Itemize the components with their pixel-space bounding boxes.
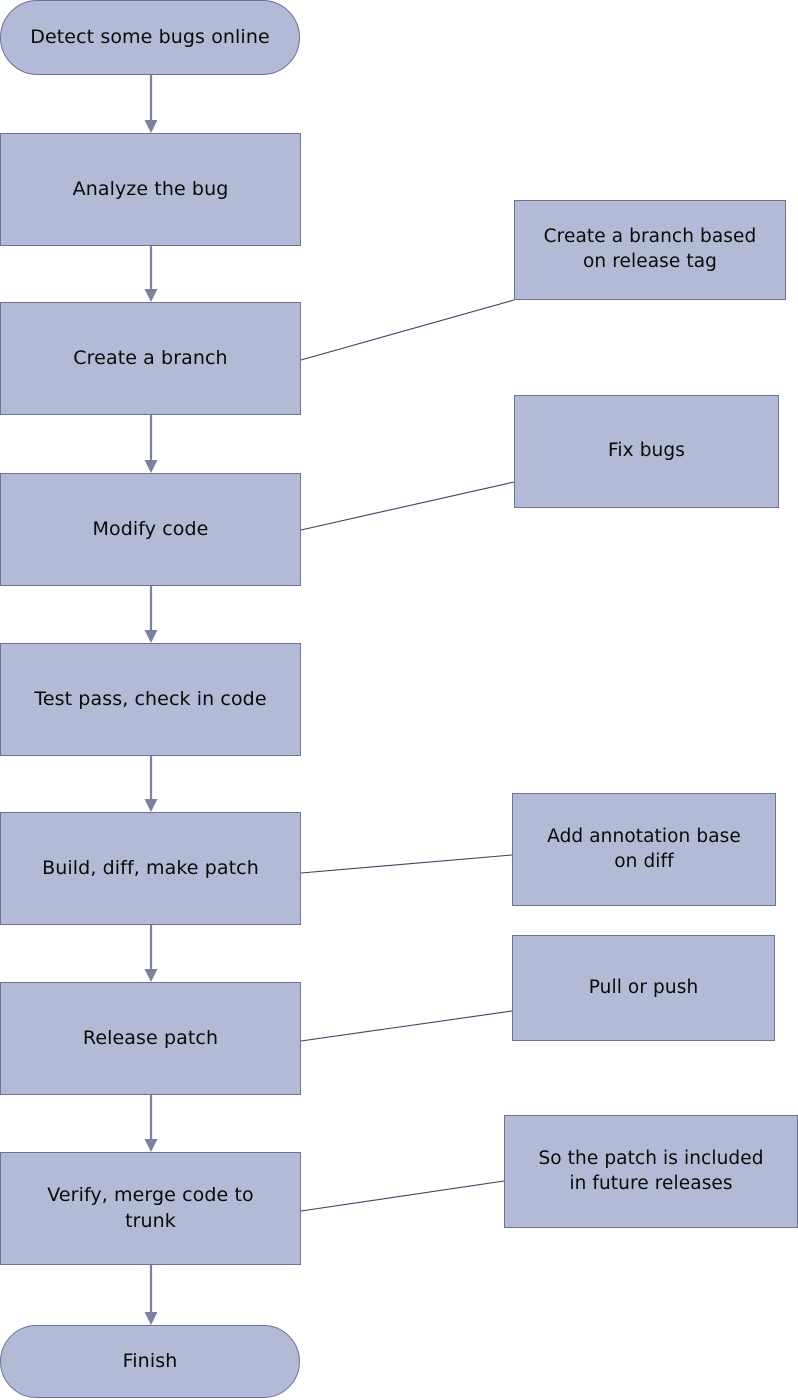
node-label: Verify, merge code to trunk (47, 1184, 254, 1232)
node-label: So the patch is included in future relea… (538, 1147, 764, 1194)
process-node-finish[interactable]: Finish (0, 1325, 300, 1398)
link-release-patch (300, 1010, 513, 1042)
arrow-test-build-head (144, 799, 158, 812)
annotation-node-note-future-releases[interactable]: So the patch is included in future relea… (504, 1115, 798, 1228)
node-label: Add annotation base on diff (547, 825, 741, 872)
arrow-build-release-head (144, 969, 158, 982)
node-label: Finish (122, 1349, 178, 1372)
arrow-verify-finish-head (144, 1312, 158, 1325)
link-modify-code (300, 481, 515, 531)
arrow-release-verify-head (144, 1139, 158, 1152)
node-label: Analyze the bug (72, 177, 229, 200)
annotation-node-note-add-annotation[interactable]: Add annotation base on diff (512, 793, 776, 906)
process-node-verify-merge[interactable]: Verify, merge code to trunk (0, 1152, 301, 1265)
link-build-diff (300, 854, 513, 874)
process-node-create-branch[interactable]: Create a branch (0, 302, 301, 415)
link-create-branch (300, 299, 515, 361)
process-node-analyze[interactable]: Analyze the bug (0, 133, 301, 246)
node-label: Build, diff, make patch (42, 856, 259, 879)
node-label: Create a branch (73, 346, 228, 369)
process-node-build-diff-patch[interactable]: Build, diff, make patch (0, 812, 301, 925)
arrow-create-branch-modify-head (144, 460, 158, 473)
annotation-node-note-fix-bugs[interactable]: Fix bugs (514, 395, 779, 508)
node-label: Release patch (82, 1026, 219, 1049)
process-node-start[interactable]: Detect some bugs online (0, 0, 300, 75)
process-node-release-patch[interactable]: Release patch (0, 982, 301, 1095)
arrow-modify-test-head (144, 630, 158, 643)
process-node-modify-code[interactable]: Modify code (0, 473, 301, 586)
node-label: Test pass, check in code (34, 687, 267, 710)
node-label: Fix bugs (608, 440, 685, 462)
note-connector-lines (300, 299, 515, 1212)
node-label: Pull or push (588, 976, 699, 998)
arrow-analyze-create-branch-head (144, 289, 158, 302)
node-label: Create a branch based on release tag (543, 226, 757, 272)
node-label: Modify code (92, 517, 209, 540)
node-label: Detect some bugs online (30, 25, 270, 48)
arrow-start-analyze-head (144, 120, 158, 133)
link-verify-merge (300, 1180, 505, 1212)
annotation-node-note-pull-push[interactable]: Pull or push (512, 935, 775, 1041)
annotation-node-note-create-branch[interactable]: Create a branch based on release tag (514, 200, 786, 300)
process-node-test-checkin[interactable]: Test pass, check in code (0, 643, 301, 756)
